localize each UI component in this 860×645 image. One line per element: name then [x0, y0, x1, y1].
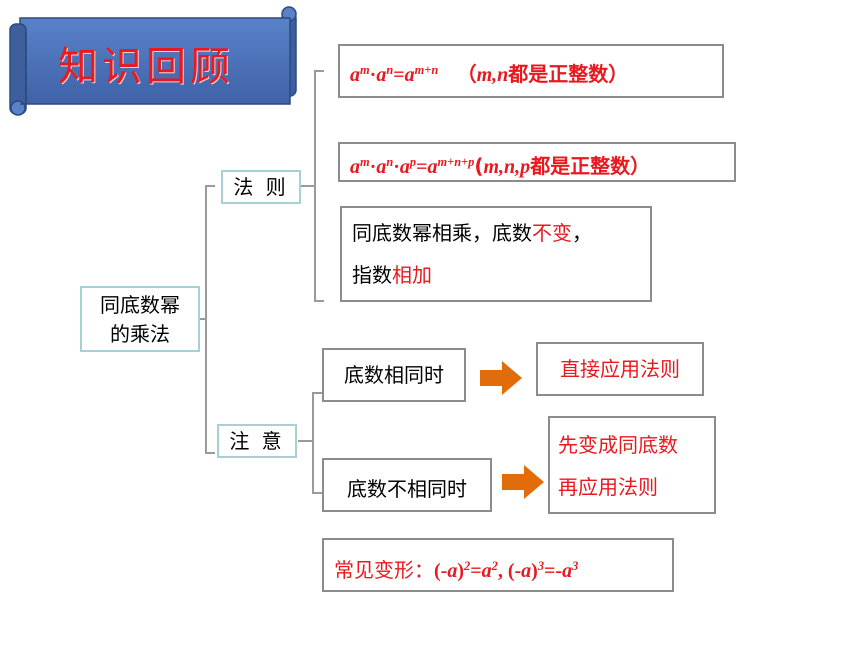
rule-connector-line [300, 185, 314, 187]
common-transform-box: 常见变形：(-a)2=a2, (-a)3=-a3 [322, 538, 674, 592]
arrow-right-icon [502, 465, 544, 499]
formula-1-note: （m,n都是正整数） [456, 62, 629, 86]
case-diff-base-text: 底数不相同时 [347, 477, 467, 501]
common-transform-label: 常见变形： [334, 558, 434, 582]
main-bracket-top [205, 185, 215, 187]
note-label: 注 意 [217, 424, 297, 458]
main-bracket-line [205, 185, 207, 453]
formula-box-1: am·an=am+n （m,n都是正整数） [338, 44, 724, 98]
note-bracket-bottom [312, 492, 322, 494]
formula-2-note: (m,n,p都是正整数） [474, 154, 651, 178]
case-same-base-box: 底数相同时 [322, 348, 466, 402]
action-diff-line2: 再应用法则 [558, 475, 658, 499]
note-connector-line [298, 440, 312, 442]
case-same-base-text: 底数相同时 [344, 363, 444, 387]
rule-bracket-line [314, 70, 316, 302]
case-diff-base-box: 底数不相同时 [322, 458, 492, 512]
main-bracket-bottom [205, 452, 215, 454]
rule-summary-box: 同底数幂相乘，底数不变， 指数相加 [340, 206, 652, 302]
note-label-text: 注 意 [229, 429, 285, 453]
formula-1: am·an=am+n [350, 63, 439, 86]
action-same-text: 直接应用法则 [560, 357, 680, 381]
rule-bracket-top [314, 70, 324, 72]
rule-summary-line1: 同底数幂相乘，底数不变， [352, 221, 592, 245]
rule-label-text: 法 则 [233, 175, 289, 199]
root-node: 同底数幂 的乘法 [80, 286, 200, 352]
rule-summary-line2: 指数相加 [352, 263, 432, 287]
note-bracket-line [312, 392, 314, 494]
banner-title: 知识回顾 [58, 44, 234, 90]
root-line1: 同底数幂 [100, 293, 180, 317]
root-connector-line [198, 318, 206, 320]
note-bracket-top [312, 392, 322, 394]
common-transform-formula: (-a)2=a2, (-a)3=-a3 [434, 559, 579, 582]
arrow-right-icon [480, 361, 522, 395]
title-banner [9, 6, 297, 116]
formula-box-2: am·an·ap=am+n+p(m,n,p都是正整数） [338, 142, 736, 182]
formula-2: am·an·ap=am+n+p [350, 155, 475, 178]
rule-bracket-bottom [314, 300, 324, 302]
action-same-box: 直接应用法则 [536, 342, 704, 396]
action-diff-box: 先变成同底数 再应用法则 [548, 416, 716, 514]
root-line2: 的乘法 [110, 322, 170, 346]
action-diff-line1: 先变成同底数 [558, 433, 678, 457]
rule-label: 法 则 [221, 170, 301, 204]
